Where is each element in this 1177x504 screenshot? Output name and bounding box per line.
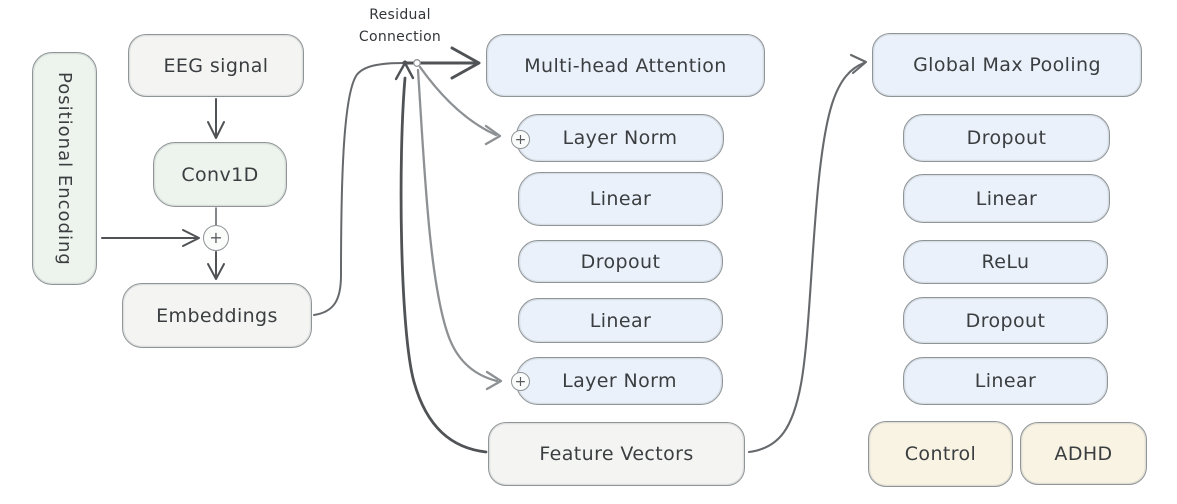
node-embeddings: Embeddings [122,283,312,348]
arrowhead-junction-to-mha [450,46,481,80]
curve-junction-to-layer-norm-1 [418,65,498,137]
arrowhead-positional-to-plus [182,229,200,247]
node-layer-norm-2-label: Layer Norm [562,370,677,392]
add-circle-layer-norm-2: + [511,372,530,391]
add-circle-main: + [203,225,229,251]
residual-connection-line1: Residual [369,7,431,23]
node-positional-encoding: Positional Encoding [32,52,97,285]
node-linear-3: Linear [903,174,1110,223]
node-eeg-signal-label: EEG signal [163,54,269,77]
node-control-label: Control [904,443,977,465]
node-layer-norm-1: Layer Norm [516,114,724,162]
junction-ring [413,59,421,67]
plus-icon: + [514,373,527,390]
arrowhead-plus-to-embeddings [207,263,225,280]
node-positional-encoding-label: Positional Encoding [54,71,75,266]
node-dropout-2-label: Dropout [966,127,1047,149]
residual-connection-label: Residual Connection [348,5,452,48]
arrowhead-gmp [849,53,868,75]
node-dropout-3-label: Dropout [965,309,1046,332]
node-dropout-2: Dropout [903,114,1110,162]
arrowhead-eeg-to-conv1d [207,121,225,139]
node-global-max-pooling-label: Global Max Pooling [913,54,1101,76]
node-eeg-signal: EEG signal [128,34,304,97]
node-linear-4: Linear [903,357,1108,405]
node-feature-vectors-label: Feature Vectors [539,443,694,465]
node-linear-2-label: Linear [589,309,652,332]
node-linear-1: Linear [518,172,723,226]
arrowhead-layer-norm-2 [485,370,503,391]
node-global-max-pooling: Global Max Pooling [872,33,1142,97]
node-relu-label: ReLu [981,251,1030,273]
add-circle-layer-norm-1: + [511,130,530,149]
junction-dot [402,60,408,66]
node-feature-vectors: Feature Vectors [488,422,745,486]
curve-junction-to-layer-norm-2 [416,68,499,383]
node-dropout-1-label: Dropout [580,250,661,273]
node-conv1d-label: Conv1D [181,163,259,186]
curve-feature-vectors-to-gmp [747,61,866,454]
node-control: Control [868,421,1013,487]
curve-embeddings-to-junction [313,62,405,316]
node-multi-head-attention: Multi-head Attention [486,34,765,97]
node-adhd: ADHD [1020,422,1147,485]
node-linear-4-label: Linear [974,370,1037,392]
node-linear-2: Linear [518,298,723,343]
node-embeddings-label: Embeddings [156,304,278,327]
node-layer-norm-2: Layer Norm [516,357,723,405]
node-dropout-1: Dropout [518,240,723,283]
node-adhd-label: ADHD [1054,442,1113,465]
plus-icon: + [209,228,223,247]
node-multi-head-attention-label: Multi-head Attention [524,54,727,77]
residual-connection-line2: Connection [358,28,442,45]
node-dropout-3: Dropout [903,297,1108,344]
arrowhead-layer-norm-1 [484,124,502,146]
node-linear-1-label: Linear [589,188,652,210]
node-linear-3-label: Linear [975,187,1038,210]
node-layer-norm-1-label: Layer Norm [562,127,678,149]
curve-feature-vectors-to-junction [399,76,488,454]
node-relu: ReLu [903,240,1108,284]
node-conv1d: Conv1D [153,142,287,207]
plus-icon: + [514,131,527,148]
